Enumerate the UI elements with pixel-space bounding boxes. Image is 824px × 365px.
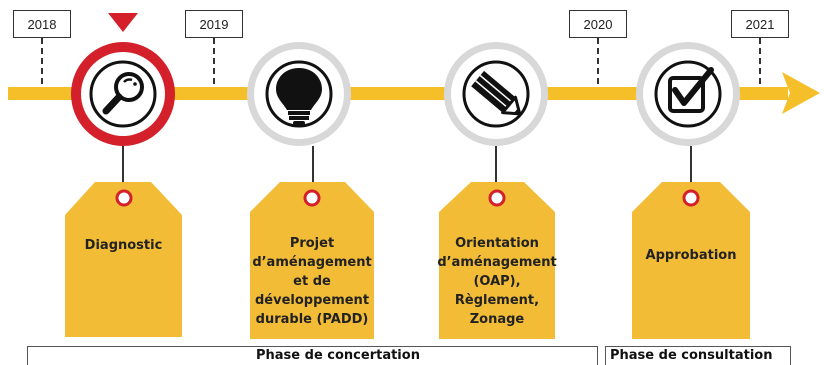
year-label: 2019 <box>185 10 243 38</box>
pencil-icon <box>471 70 522 116</box>
tag-4 <box>632 182 750 339</box>
phase-label: Phase de consultation <box>610 348 773 363</box>
phase-consultation-bar: Phase de consultation <box>605 346 791 365</box>
tag-1 <box>65 182 182 337</box>
magnifier-icon <box>102 72 144 115</box>
phase-label: Phase de concertation <box>256 348 420 363</box>
milestone-label: Approbation <box>645 247 737 263</box>
phase-concertation-bar: Phase de concertation <box>27 346 598 365</box>
year-label: 2020 <box>569 10 627 38</box>
milestone-circle-1 <box>71 42 175 146</box>
milestone-label: Diagnostic <box>84 237 163 253</box>
year-label: 2021 <box>731 10 789 38</box>
timeline-arrow <box>8 72 820 114</box>
year-connectors <box>41 38 761 88</box>
current-marker-triangle <box>108 13 138 32</box>
lightbulb-icon <box>276 68 322 125</box>
milestone-label: Projet d’aménagement et de développement… <box>252 235 372 327</box>
checkbox-icon <box>668 67 714 113</box>
tag-strings <box>122 146 692 193</box>
milestone-label: Orientation d’aménagement (OAP), Règleme… <box>437 235 557 327</box>
year-label: 2018 <box>13 10 71 38</box>
tag-3 <box>439 182 555 339</box>
tag-2 <box>250 182 374 339</box>
